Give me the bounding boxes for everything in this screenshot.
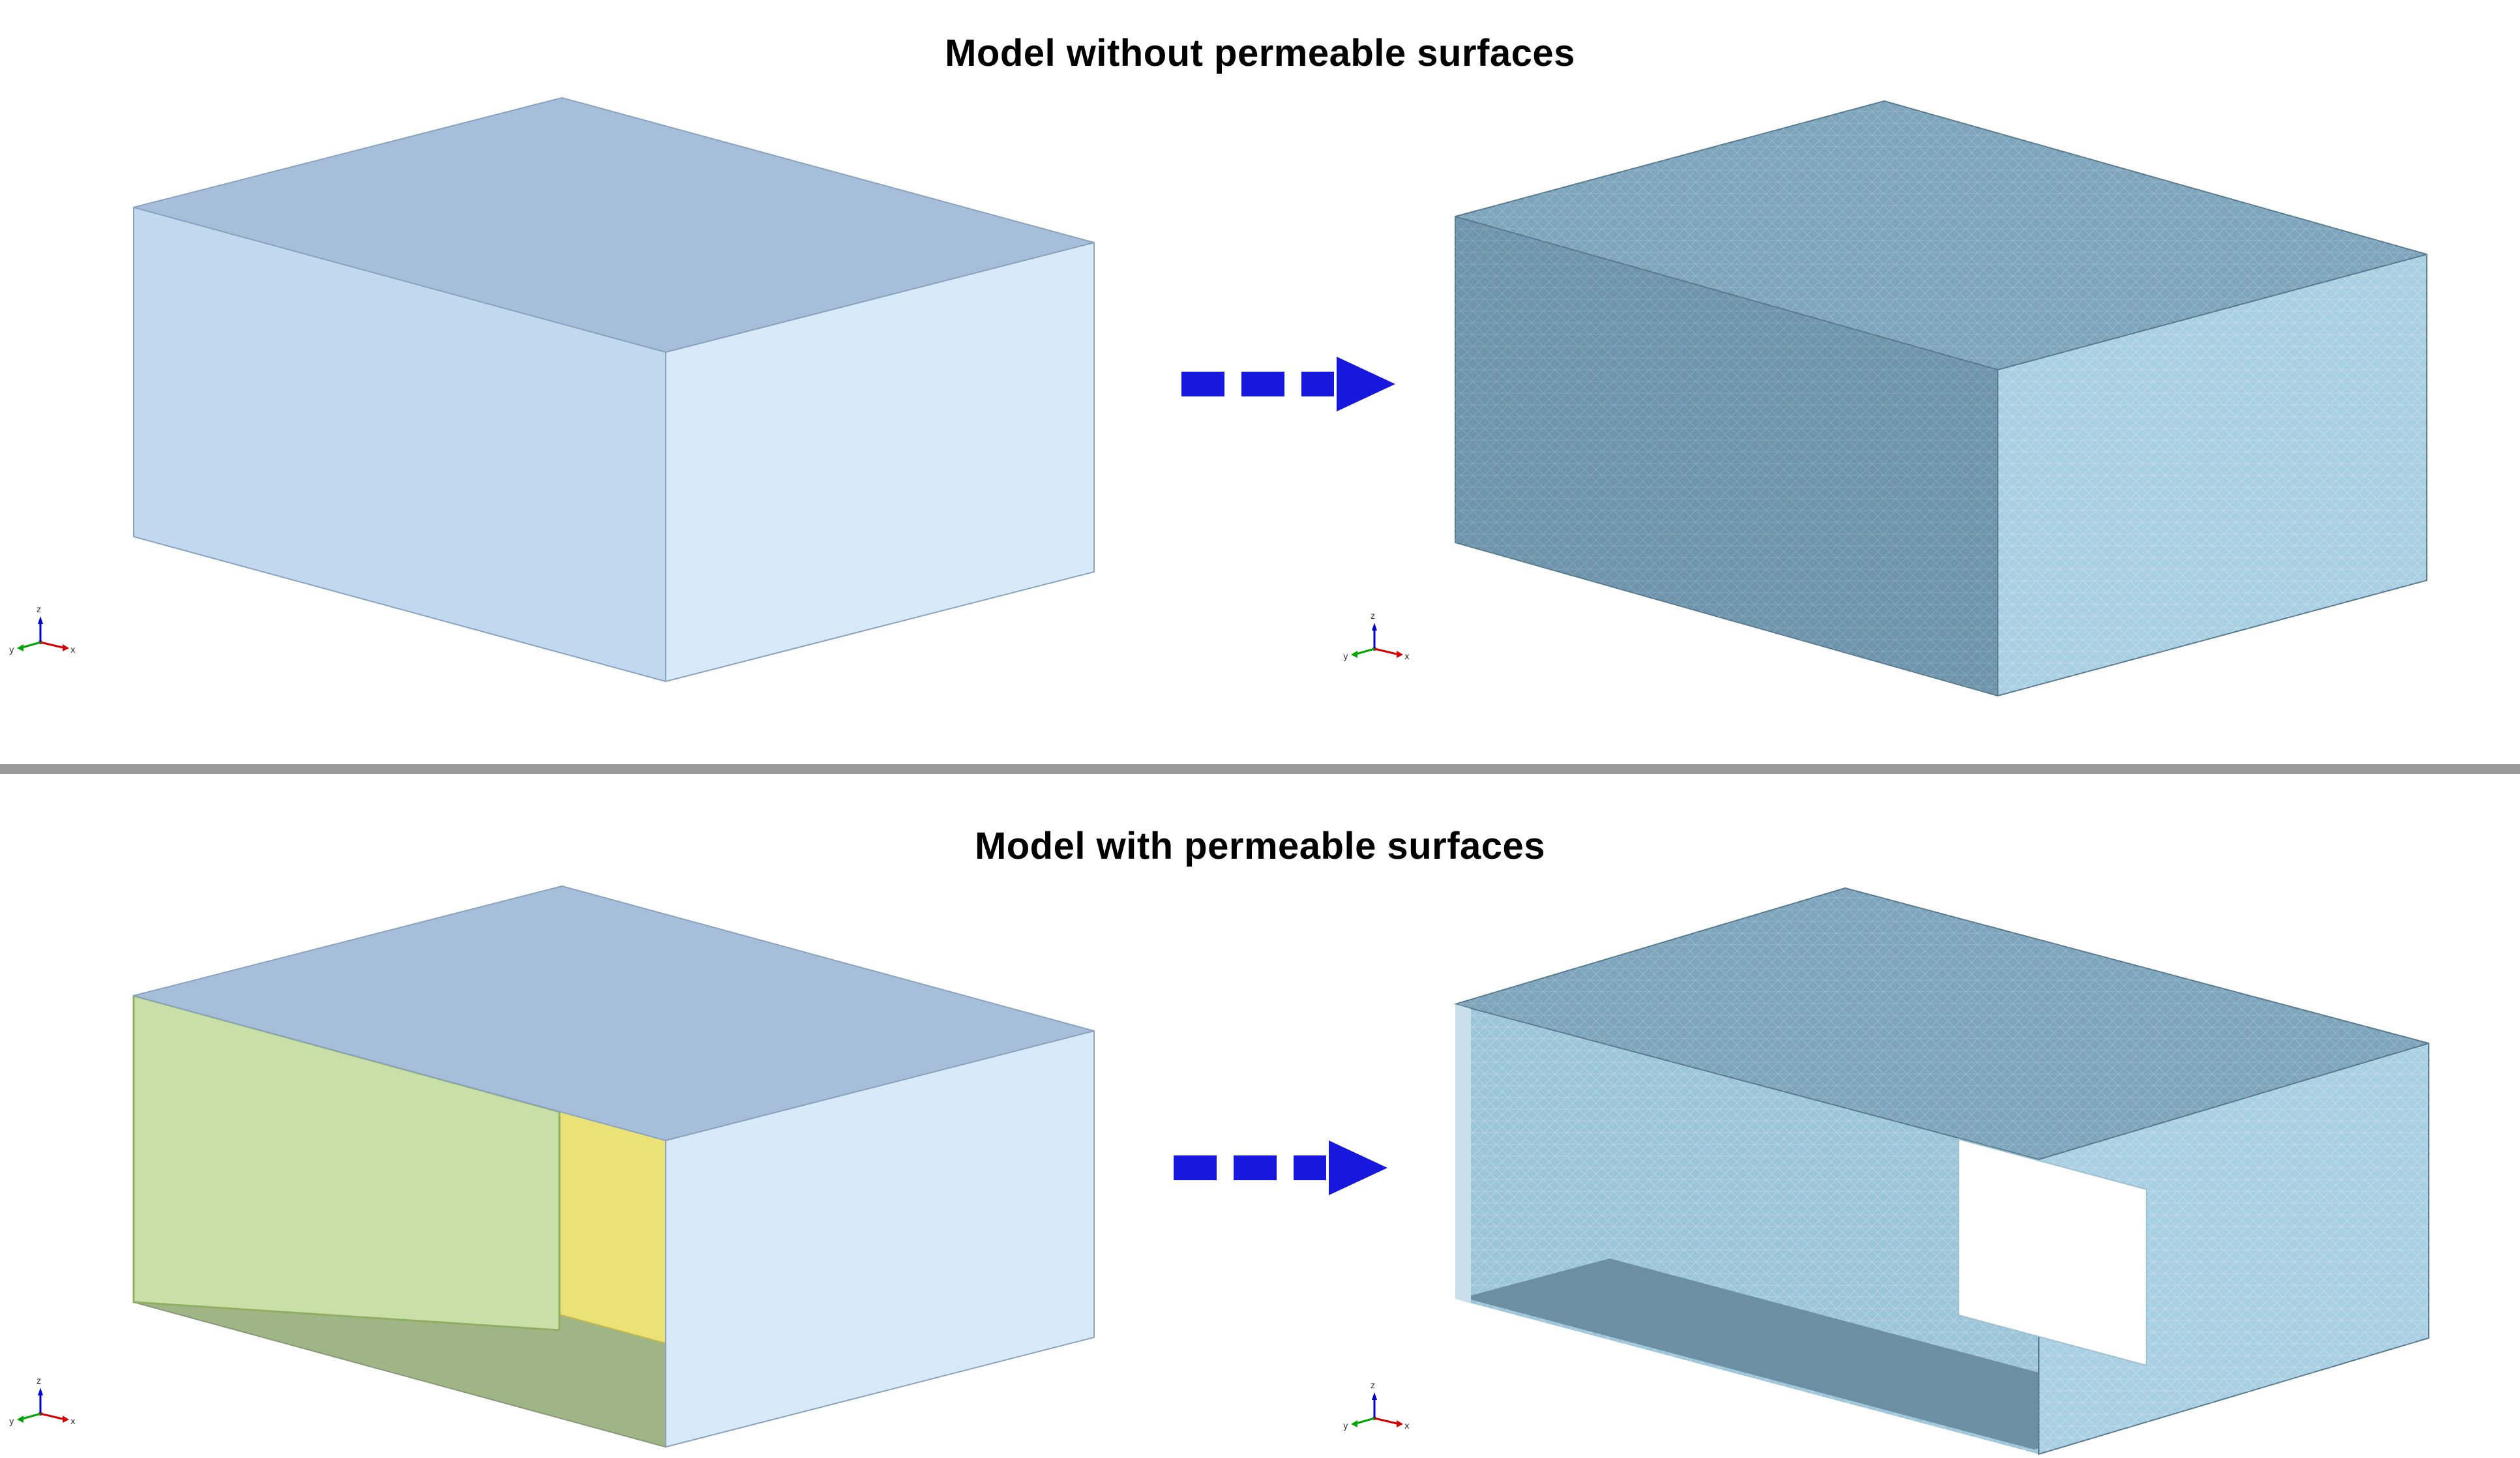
permeable-cad-box-top-face [133,885,1095,1141]
mesh-texture-overlay [1998,254,2427,696]
x-axis-icon [1374,1417,1397,1425]
z-axis-arrowhead-icon [1372,1392,1377,1400]
y-axis-icon [1356,647,1375,655]
y-axis-label: y [9,1417,14,1427]
axis-triad-bottom-right: z x y [1343,1381,1410,1431]
arrow-top-head-icon [1337,357,1395,411]
z-axis-arrowhead-icon [38,1388,43,1395]
meshed-open-box-shell-edge [1455,1004,1471,1303]
z-axis-arrowhead-icon [38,616,43,624]
arrow-top-dash-1 [1181,372,1224,396]
z-axis-arrowhead-icon [1372,623,1377,631]
section-divider-bar [0,764,2520,774]
axis-triad-top-right: z x y [1343,612,1410,662]
y-axis-arrowhead-icon [1351,1420,1357,1427]
x-axis-label: x [1404,652,1410,662]
y-axis-label: y [1343,652,1348,662]
meshed-solid-box [1455,100,2427,696]
mesh-texture-overlay [1455,101,2427,370]
arrow-bottom-dash-1 [1174,1155,1217,1180]
x-axis-icon [1374,647,1397,655]
arrow-bottom-head-icon [1329,1140,1387,1195]
axis-triad-bottom-left: z x y [9,1376,76,1427]
y-axis-arrowhead-icon [1351,651,1357,658]
bottom-section-title: Model with permeable surfaces [974,825,1546,867]
y-axis-icon [22,1412,41,1420]
x-axis-label: x [1404,1421,1410,1431]
z-axis-label: z [1371,612,1375,621]
meshed-open-box-interior-floor-face [1463,1258,2181,1450]
z-axis-label: z [37,605,41,615]
arrow-top [1181,357,1395,411]
arrow-bottom [1174,1140,1387,1195]
axis-triad-top-left: z x y [9,605,76,655]
arrow-bottom-dash-3 [1294,1155,1326,1180]
solid-cad-box [133,97,1095,682]
y-axis-label: y [1343,1421,1348,1431]
meshed-open-box [1455,887,2429,1455]
arrow-top-dash-2 [1241,372,1284,396]
x-axis-arrowhead-icon [63,1416,69,1423]
x-axis-icon [40,641,63,649]
arrow-top-dash-3 [1301,372,1334,396]
arrow-bottom-dash-2 [1234,1155,1277,1180]
x-axis-arrowhead-icon [63,644,69,651]
y-axis-arrowhead-icon [17,644,23,651]
x-axis-icon [40,1412,63,1420]
y-axis-icon [1356,1417,1375,1425]
x-axis-label: x [70,1417,76,1427]
y-axis-label: y [9,646,14,655]
permeable-cad-box [132,885,1095,1448]
mesh-texture-overlay [1455,216,1998,696]
x-axis-arrowhead-icon [1397,1420,1403,1427]
x-axis-arrowhead-icon [1397,651,1403,658]
mesh-texture-overlay [1455,888,2429,1159]
z-axis-label: z [1371,1381,1375,1391]
x-axis-label: x [70,646,76,655]
z-axis-label: z [37,1376,41,1386]
top-section-title: Model without permeable surfaces [945,32,1575,74]
permeable-surface-hole [1958,1138,2147,1366]
solid-cad-box-top-face [133,97,1095,353]
permeable-yellow-face [559,1110,666,1344]
y-axis-icon [22,641,41,649]
y-axis-arrowhead-icon [17,1416,23,1423]
